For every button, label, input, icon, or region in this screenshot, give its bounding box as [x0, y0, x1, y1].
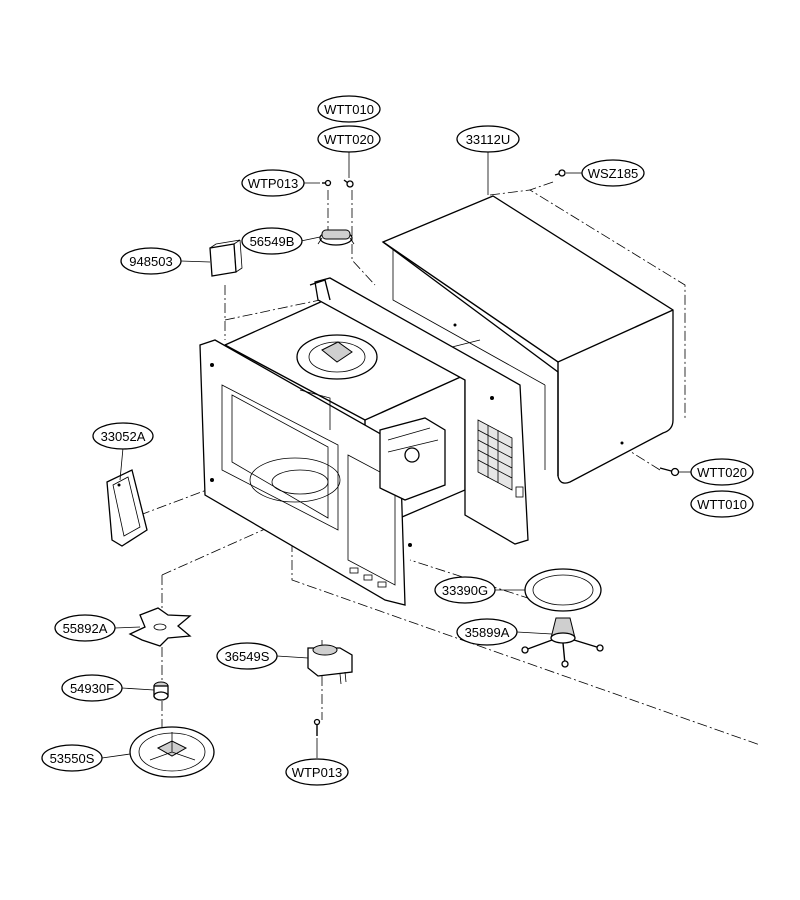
part-code-label: 948503 — [129, 254, 172, 269]
outer-cabinet-drawing — [381, 195, 674, 484]
part-code-label: 36549S — [225, 649, 270, 664]
part-code-label: 53550S — [50, 751, 95, 766]
part-code-label: 33052A — [101, 429, 146, 444]
part-code-label: WTP013 — [292, 765, 343, 780]
part-callout: 33390G — [434, 576, 496, 604]
part-code-label: WTT020 — [324, 132, 374, 147]
part-callout: 53550S — [41, 744, 103, 772]
part-callout: WSZ185 — [581, 159, 645, 187]
part-code-label: 56549B — [250, 234, 295, 249]
chassis-drawing — [199, 277, 529, 606]
part-code-label: 55892A — [63, 621, 108, 636]
part-code-label: 35899A — [465, 625, 510, 640]
leader-lines — [101, 150, 693, 759]
part-callout: 35899A — [456, 618, 518, 646]
part-callout: 33112U — [456, 125, 520, 153]
part-callout: WTT010 — [317, 95, 381, 123]
part-callout: 56549B — [241, 227, 303, 255]
part-code-label: WTT010 — [324, 102, 374, 117]
part-callout: WTT020 — [317, 125, 381, 153]
part-callout: 54930F — [61, 674, 123, 702]
part-code-label: WTT020 — [697, 465, 747, 480]
part-code-label: 33112U — [466, 132, 511, 147]
part-callout: 948503 — [120, 247, 182, 275]
part-code-label: WTT010 — [697, 497, 747, 512]
part-callout: 55892A — [54, 614, 116, 642]
part-callout: 33052A — [92, 422, 154, 450]
part-code-label: 54930F — [70, 681, 114, 696]
part-callout: WTT020 — [690, 458, 754, 486]
part-code-label: 33390G — [442, 583, 488, 598]
part-code-label: WTP013 — [248, 176, 299, 191]
part-callout: WTP013 — [241, 169, 305, 197]
part-callout: WTP013 — [285, 758, 349, 786]
small-parts-drawing — [106, 169, 680, 778]
part-callout: WTT010 — [690, 490, 754, 518]
part-callout: 36549S — [216, 642, 278, 670]
part-code-label: WSZ185 — [588, 166, 639, 181]
